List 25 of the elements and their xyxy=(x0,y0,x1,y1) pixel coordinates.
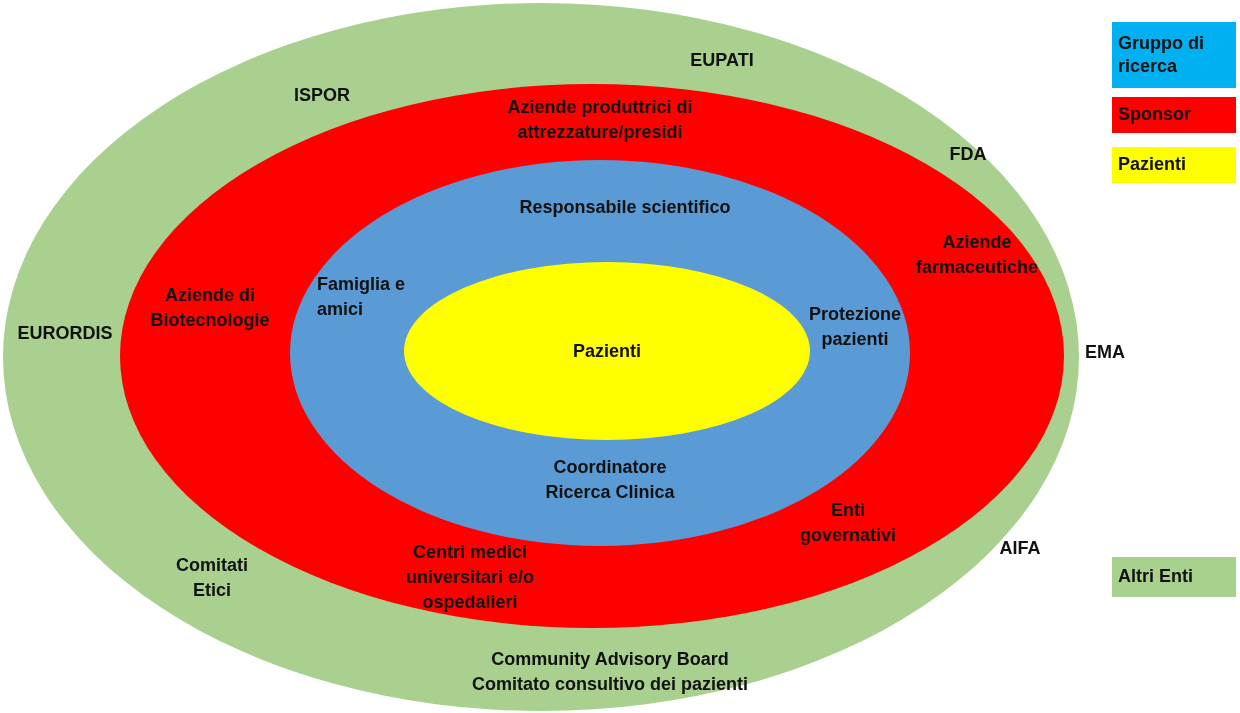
middle-ellipse xyxy=(120,84,1064,628)
legend-label: Pazienti xyxy=(1118,153,1187,177)
region-label: Famiglia e amici xyxy=(317,273,407,322)
legend-label: Sponsor xyxy=(1118,103,1191,127)
region-label: Protezione pazienti xyxy=(808,303,902,352)
region-label: Coordinatore Ricerca Clinica xyxy=(544,456,676,505)
region-label: Aziende produttrici di attrezzature/presidi xyxy=(506,96,694,145)
region-label: Enti governativi xyxy=(799,499,897,548)
region-label: ISPOR xyxy=(293,83,351,107)
region-label: Responsabile scientifico xyxy=(518,195,732,219)
region-label: Pazienti xyxy=(572,339,642,363)
region-label: AIFA xyxy=(998,536,1042,560)
region-label: FDA xyxy=(948,142,988,166)
region-label: EMA xyxy=(1084,340,1126,364)
region-label: Centri medici universitari e/o ospedalieri xyxy=(404,541,536,615)
region-label: Aziende di Biotecnologie xyxy=(149,284,271,333)
legend-label: Gruppo di ricerca xyxy=(1118,31,1205,78)
region-label: Comitati Etici xyxy=(175,554,249,603)
inner-ellipse xyxy=(290,160,910,546)
region-label: Aziende farmaceutiche xyxy=(914,231,1040,280)
region-label: EUPATI xyxy=(689,48,755,72)
region-label: EURORDIS xyxy=(16,321,114,345)
region-label: Community Advisory Board Comitato consultivo dei pazienti xyxy=(471,648,749,697)
core-ellipse xyxy=(404,262,810,440)
legend-label: Altri Enti xyxy=(1118,565,1193,589)
